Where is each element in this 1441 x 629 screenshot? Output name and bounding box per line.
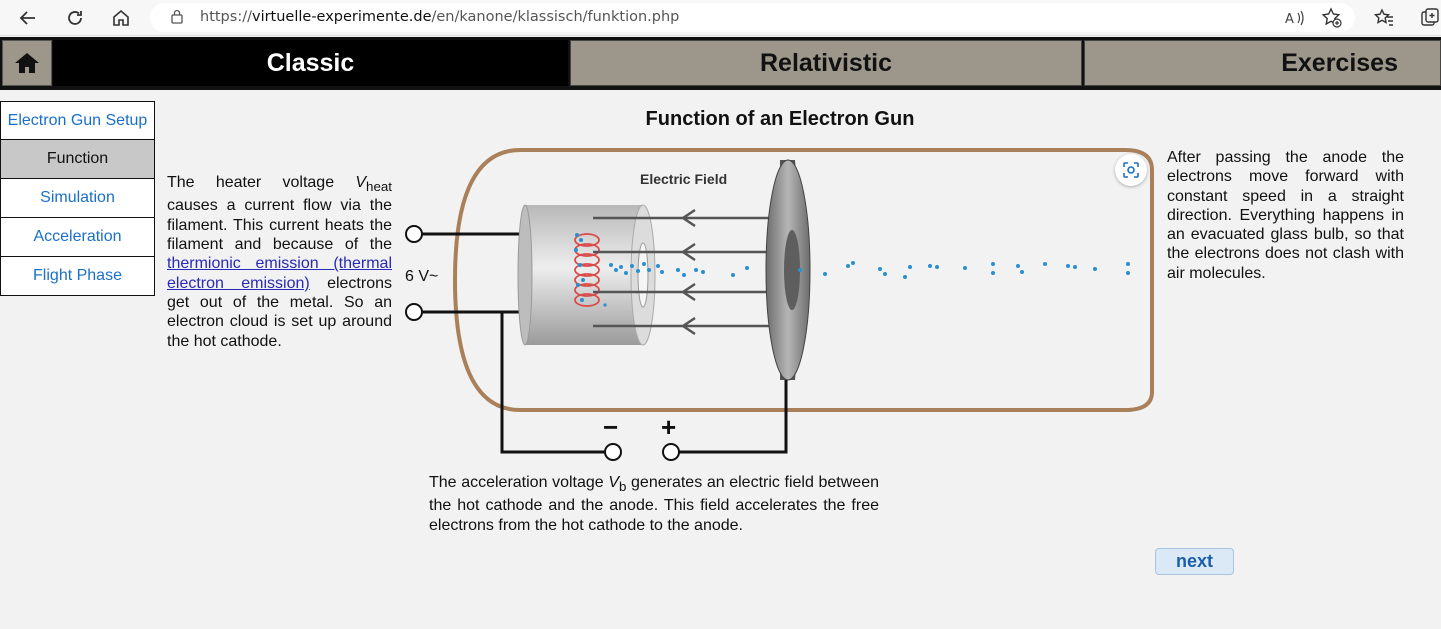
home-icon[interactable] <box>107 4 135 32</box>
read-aloud-icon[interactable]: A <box>1281 4 1309 32</box>
field-label: Electric Field <box>640 171 727 187</box>
thermionic-emission-link[interactable]: thermionic emission (thermal electron em… <box>167 255 392 292</box>
svg-text:A: A <box>1285 12 1294 27</box>
sidebar-item-function[interactable]: Function <box>0 140 155 179</box>
next-button[interactable]: next <box>1155 548 1234 575</box>
field-arrows <box>593 208 770 336</box>
favorite-add-icon[interactable] <box>1318 4 1346 32</box>
browser-toolbar: https://virtuelle-experimente.de/en/kano… <box>0 0 1441 36</box>
minus-label: − <box>603 412 618 442</box>
filament-coil <box>574 233 600 307</box>
sidebar-item-electron-gun-setup[interactable]: Electron Gun Setup <box>0 101 155 140</box>
sidebar-item-flight-phase[interactable]: Flight Phase <box>0 257 155 296</box>
address-bar[interactable]: https://virtuelle-experimente.de/en/kano… <box>150 3 1355 32</box>
house-icon <box>15 53 39 73</box>
electron-gun-diagram: 6 V~ Electric Field <box>405 148 1154 461</box>
collections-icon[interactable] <box>1416 4 1441 32</box>
home-tab[interactable] <box>2 40 52 86</box>
visual-search-icon <box>1123 162 1139 178</box>
heater-description: The heater voltage Vheat causes a curren… <box>167 174 392 350</box>
tab-relativistic[interactable]: Relativistic <box>570 40 1082 86</box>
heater-voltage-label: 6 V~ <box>405 268 438 285</box>
lock-icon[interactable] <box>170 9 184 30</box>
tab-exercises[interactable]: Exercises <box>1084 40 1441 86</box>
heater-terminal-bottom <box>405 303 423 321</box>
cathode-cylinder <box>517 204 656 346</box>
anode-disk <box>765 159 811 381</box>
visual-search-button[interactable] <box>1115 154 1147 186</box>
favorites-icon[interactable] <box>1370 4 1398 32</box>
electron-beam <box>574 233 1130 307</box>
top-navigation: Classic Relativistic Exercises <box>0 37 1441 90</box>
acceleration-description: The acceleration voltage Vb generates an… <box>429 474 879 534</box>
acceleration-wires <box>500 312 788 454</box>
back-icon[interactable] <box>14 4 42 32</box>
plus-label: + <box>661 412 676 442</box>
sidebar-item-acceleration[interactable]: Acceleration <box>0 218 155 257</box>
page-title: Function of an Electron Gun <box>645 108 915 130</box>
sidebar-menu: Electron Gun Setup Function Simulation A… <box>0 101 155 296</box>
plus-terminal <box>662 443 680 461</box>
glass-bulb <box>452 148 1154 412</box>
url-text: https://virtuelle-experimente.de/en/kano… <box>200 9 680 25</box>
sidebar-item-simulation[interactable]: Simulation <box>0 179 155 218</box>
drift-description: After passing the anode the electrons mo… <box>1167 149 1404 282</box>
reload-icon[interactable] <box>61 4 89 32</box>
tab-classic[interactable]: Classic <box>53 40 568 86</box>
minus-terminal <box>604 443 622 461</box>
heater-terminal-top <box>405 225 423 243</box>
